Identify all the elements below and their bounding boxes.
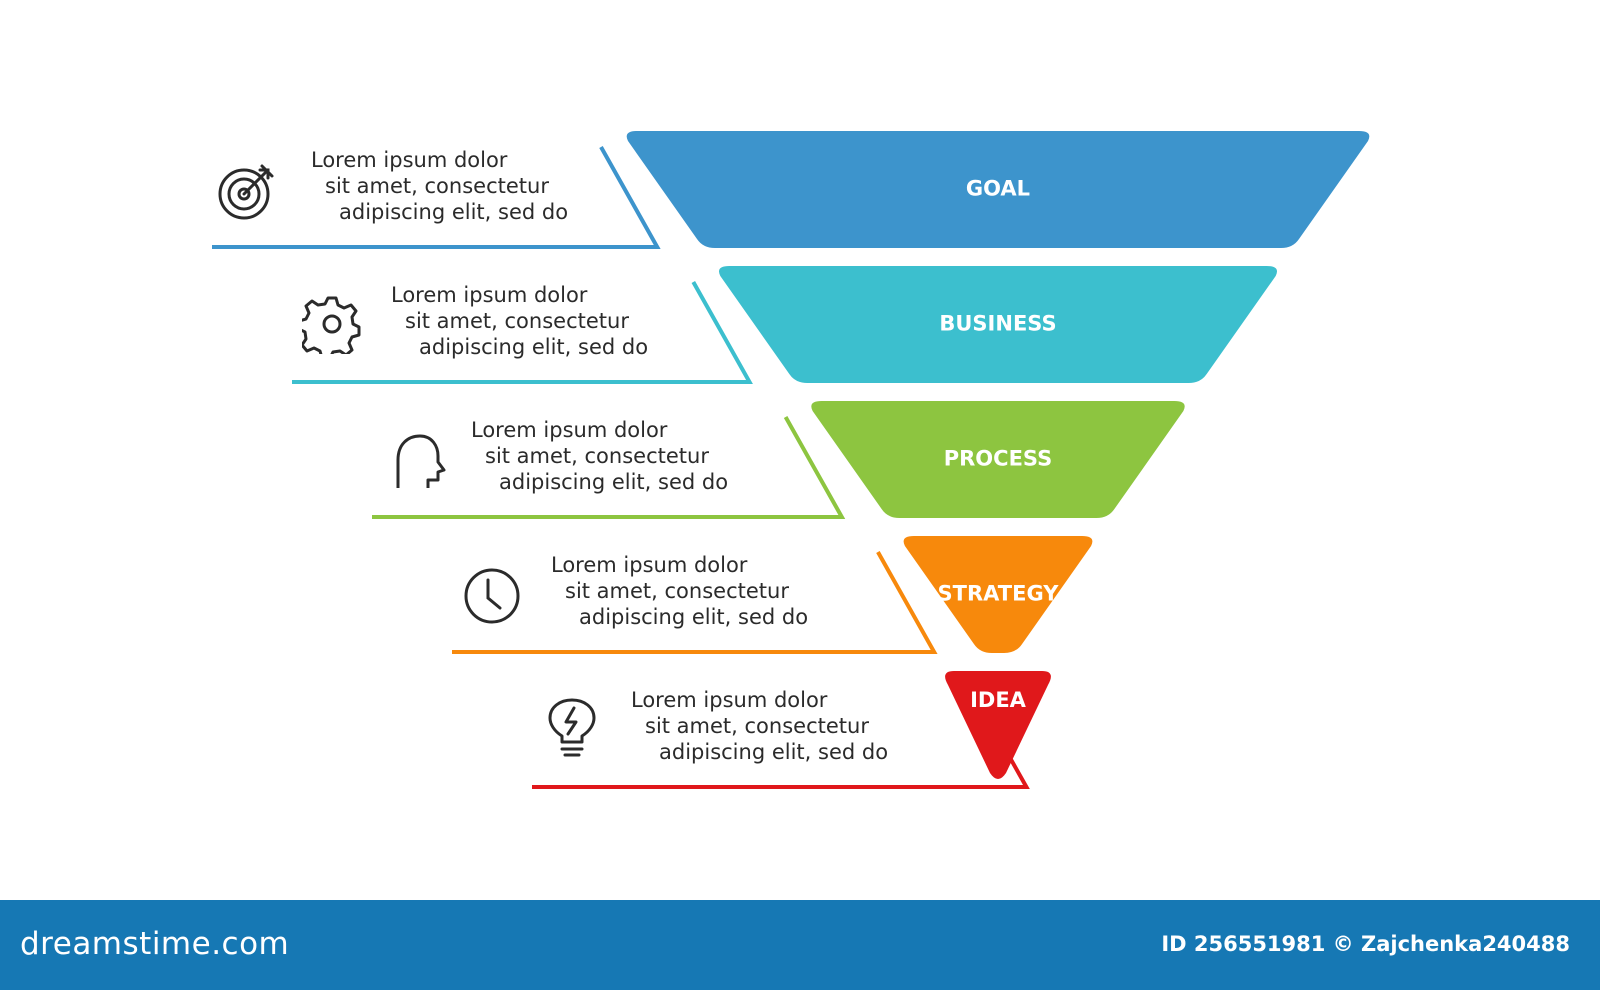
description-line: adipiscing elit, sed do: [659, 740, 889, 764]
goal-connector-line: [212, 146, 661, 249]
strategy-connector-line: [452, 551, 938, 654]
image-credit: ID 256551981 © Zajchenka240488: [1161, 932, 1570, 956]
head-profile-icon: [396, 434, 446, 488]
funnel-segments: GOAL BUSINESS PROCESS STRATEGY IDEA: [626, 131, 1370, 779]
strategy-segment: [903, 536, 1093, 653]
process-label: PROCESS: [944, 447, 1052, 471]
description-line: adipiscing elit, sed do: [339, 200, 569, 224]
footer-bar: dreamstime.com ID 256551981 © Zajchenka2…: [0, 900, 1600, 990]
lightbulb-icon: [548, 698, 596, 757]
strategy-label: STRATEGY: [938, 582, 1060, 606]
funnel-infographic: GOAL BUSINESS PROCESS STRATEGY IDEA Lorem ip…: [212, 131, 1370, 789]
target-icon: [218, 164, 274, 220]
description-line: Lorem ipsum dolor: [311, 148, 508, 172]
goal-segment: [626, 131, 1370, 248]
business-segment: [718, 266, 1278, 383]
gear-icon: [302, 296, 361, 354]
connector-lines: [212, 146, 1030, 789]
process-connector-line: [372, 416, 846, 519]
description-line: adipiscing elit, sed do: [499, 470, 729, 494]
clock-icon: [464, 568, 520, 624]
strategy-description: Lorem ipsum dolor sit amet, consectetur …: [551, 552, 891, 630]
description-line: Lorem ipsum dolor: [631, 688, 828, 712]
description-line: adipiscing elit, sed do: [419, 335, 649, 359]
site-logo[interactable]: dreamstime.com: [20, 926, 290, 962]
business-description: Lorem ipsum dolor sit amet, consectetur …: [391, 282, 731, 360]
funnel-diagram: GOAL BUSINESS PROCESS STRATEGY IDEA: [212, 131, 1370, 789]
description-line: Lorem ipsum dolor: [391, 283, 588, 307]
description-line: sit amet, consectetur: [405, 309, 629, 333]
description-line: sit amet, consectetur: [645, 714, 869, 738]
business-label: BUSINESS: [939, 312, 1056, 336]
process-description: Lorem ipsum dolor sit amet, consectetur …: [471, 417, 811, 495]
business-connector-line: [292, 281, 753, 384]
description-line: sit amet, consectetur: [325, 174, 549, 198]
description-line: Lorem ipsum dolor: [471, 418, 668, 442]
idea-description: Lorem ipsum dolor sit amet, consectetur …: [631, 687, 971, 765]
description-line: sit amet, consectetur: [485, 444, 709, 468]
idea-label: IDEA: [970, 688, 1027, 712]
goal-label: GOAL: [966, 177, 1030, 201]
description-line: sit amet, consectetur: [565, 579, 789, 603]
process-segment: [811, 401, 1185, 518]
goal-description: Lorem ipsum dolor sit amet, consectetur …: [311, 147, 651, 225]
idea-segment: [945, 671, 1051, 779]
description-line: Lorem ipsum dolor: [551, 553, 748, 577]
description-line: adipiscing elit, sed do: [579, 605, 809, 629]
